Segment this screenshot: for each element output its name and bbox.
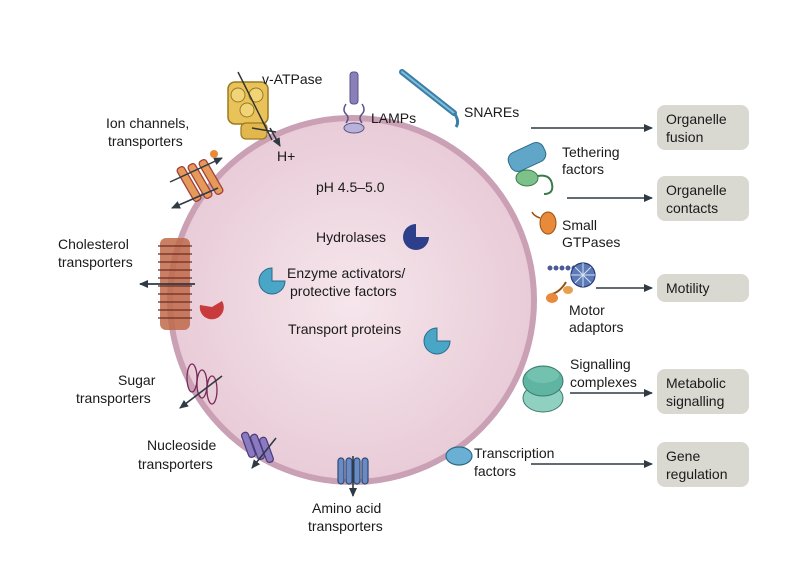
metabolic-label-2: signalling (666, 393, 724, 409)
transcription-label-2: factors (474, 463, 516, 479)
small-gtpase-icon (531, 211, 557, 235)
fusion-label-1: Organelle (666, 111, 727, 127)
hydrolase-icon (403, 224, 429, 250)
outcome-box-fusion: Organelle fusion (657, 105, 749, 150)
transport-proteins-label: Transport proteins (288, 321, 401, 337)
signalling-label-1: Signalling (570, 356, 631, 372)
signalling-complex-icon (522, 365, 564, 413)
snare-icon (399, 69, 460, 128)
motor-adaptors-label-2: adaptors (569, 319, 623, 335)
nucleoside-label-1: Nucleoside (147, 437, 216, 453)
amino-acid-label-2: transporters (308, 518, 383, 534)
signalling-label-2: complexes (570, 374, 637, 390)
tethering-label-2: factors (562, 161, 604, 177)
motor-adaptor-icon (546, 262, 596, 303)
lamps-label: LAMPs (371, 110, 416, 126)
cholesterol-label-1: Cholesterol (58, 236, 129, 252)
v-atpase-icon (227, 71, 277, 141)
ion-channels-label-2: transporters (108, 133, 183, 149)
gene-label-2: regulation (666, 466, 728, 482)
outcome-box-contacts: Organelle contacts (657, 176, 749, 221)
cholesterol-transporter-icon (139, 238, 224, 330)
transcription-label-1: Transcription (474, 445, 554, 461)
sugar-label-1: Sugar (118, 372, 156, 388)
enzyme-activators-label-1: Enzyme activators/ (287, 265, 405, 281)
enzyme-activators-label-2: protective factors (290, 283, 397, 299)
transcription-factor-icon (445, 446, 473, 466)
ph-label: pH 4.5–5.0 (316, 179, 385, 195)
hydrolases-label: Hydrolases (316, 229, 386, 245)
ion-channel-icon (169, 150, 224, 209)
metabolic-label-1: Metabolic (666, 375, 726, 391)
h-plus-label: H+ (277, 148, 295, 164)
transport-protein-icon (423, 327, 451, 355)
enzyme-activator-icon (258, 267, 286, 295)
lysosome-lumen (167, 115, 537, 485)
v-atpase-label: v-ATPase (262, 71, 323, 87)
cholesterol-label-2: transporters (58, 254, 133, 270)
motility-label: Motility (666, 280, 710, 296)
small-gtpases-label-1: Small (562, 217, 597, 233)
nucleoside-label-2: transporters (138, 456, 213, 472)
tethering-factor-icon (507, 142, 554, 195)
outcome-box-motility: Motility (657, 274, 749, 302)
tethering-label-1: Tethering (562, 144, 620, 160)
outcome-box-gene: Gene regulation (657, 442, 749, 487)
contacts-label-2: contacts (666, 200, 718, 216)
motor-adaptors-label-1: Motor (569, 302, 605, 318)
snares-label: SNAREs (464, 104, 519, 120)
gene-label-1: Gene (666, 448, 700, 464)
sugar-label-2: transporters (76, 390, 151, 406)
amino-acid-transporter-icon (337, 456, 369, 497)
lamp-icon (343, 71, 365, 134)
sugar-transporter-icon (179, 363, 223, 409)
nucleoside-transporter-icon (240, 431, 277, 469)
proton-arrow (269, 127, 281, 147)
amino-acid-label-1: Amino acid (312, 500, 381, 516)
fusion-label-2: fusion (666, 129, 703, 145)
outcome-box-metabolic: Metabolic signalling (657, 369, 749, 414)
small-gtpases-label-2: GTPases (562, 234, 620, 250)
ion-channels-label-1: Ion channels, (106, 115, 189, 131)
contacts-label-1: Organelle (666, 182, 727, 198)
